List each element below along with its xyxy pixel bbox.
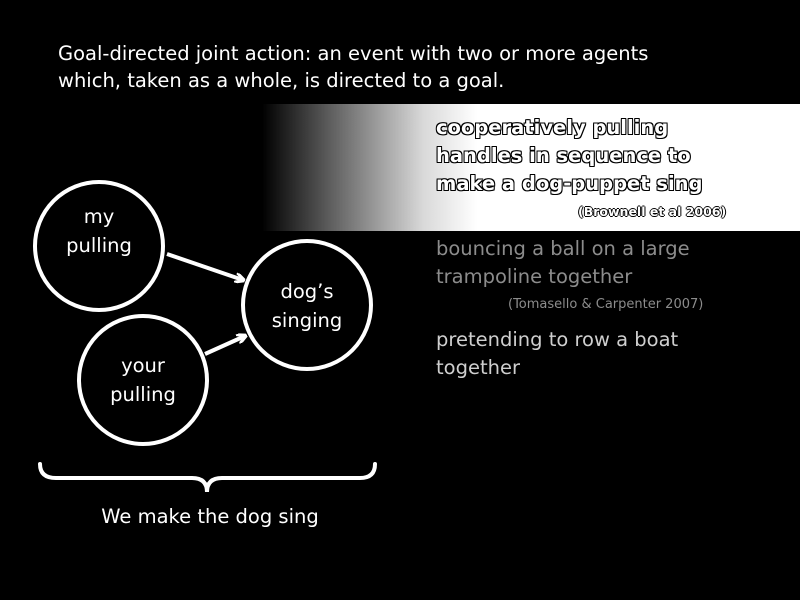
example-3-line-1: pretending to row a boat	[436, 328, 679, 351]
node-dog-label-1: dog’s	[280, 280, 333, 303]
example-row-boat: pretending to row a boat together	[436, 326, 796, 382]
node-dog-label-2: singing	[272, 309, 342, 332]
slide-title: Goal-directed joint action: an event wit…	[58, 40, 758, 94]
example-2-line-1: bouncing a ball on a large	[436, 237, 690, 260]
arrow-your-to-dog	[204, 336, 245, 356]
grouping-brace	[38, 462, 377, 493]
highlight-band	[262, 104, 800, 231]
node-my-label-2: pulling	[66, 234, 132, 257]
node-dogs-singing	[241, 239, 373, 371]
arrow-my-to-dog	[166, 252, 243, 280]
node-your-label-1: your	[121, 354, 166, 377]
example-1-line-1: cooperatively pulling	[436, 116, 669, 139]
example-dog-puppet: cooperatively pulling handles in sequenc…	[436, 114, 796, 198]
citation-tomasello: (Tomasello & Carpenter 2007)	[508, 297, 704, 312]
title-line-1: Goal-directed joint action: an event wit…	[58, 42, 649, 65]
example-2-line-2: trampoline together	[436, 265, 633, 288]
example-1-line-3: make a dog-puppet sing	[436, 172, 703, 195]
node-my-label-1: my	[84, 205, 115, 228]
node-my-pulling	[33, 180, 165, 312]
node-your-label-2: pulling	[110, 383, 176, 406]
title-line-2: which, taken as a whole, is directed to …	[58, 69, 505, 92]
example-3-line-2: together	[436, 356, 520, 379]
diagram-caption: We make the dog sing	[101, 505, 319, 528]
example-trampoline: bouncing a ball on a large trampoline to…	[436, 235, 796, 291]
node-your-pulling	[77, 314, 209, 446]
citation-brownell: (Brownell et al 2006)	[578, 204, 727, 219]
example-1-line-2: handles in sequence to	[436, 144, 691, 167]
